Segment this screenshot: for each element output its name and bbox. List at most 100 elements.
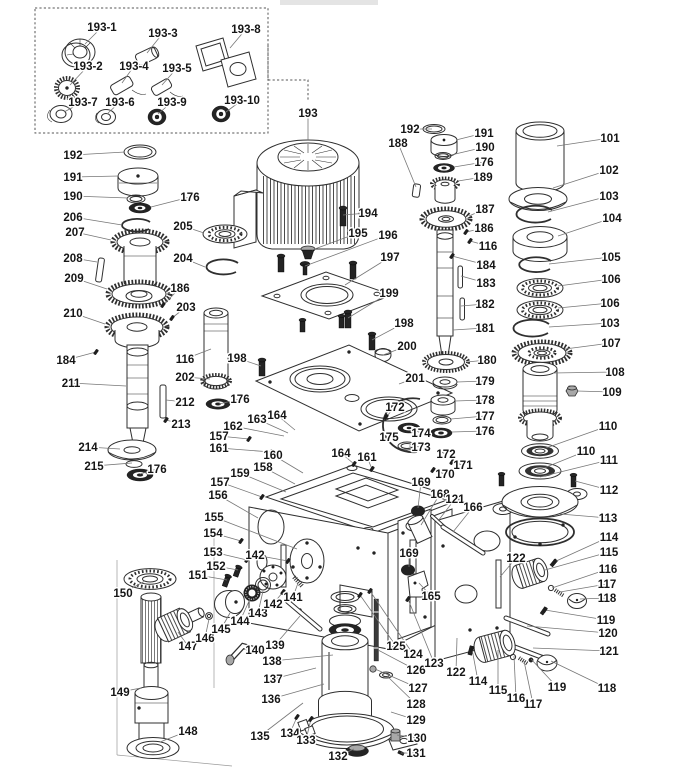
leader-line-106 <box>557 302 611 309</box>
leader-line-122 <box>499 557 517 578</box>
part-label-114: 114 <box>600 532 619 544</box>
leader-line-117 <box>523 660 534 705</box>
screw-part-172 <box>438 449 444 455</box>
screw-part-134 <box>294 714 300 720</box>
leader-line-151 <box>197 574 228 581</box>
leader-line-200 <box>382 345 408 356</box>
part-label-214: 214 <box>78 442 98 454</box>
part-label-173: 173 <box>411 442 430 454</box>
part-label-166: 166 <box>463 502 482 514</box>
part-label-157: 157 <box>209 431 228 443</box>
part-label-193-7: 193-7 <box>68 97 97 109</box>
part-label-193-8: 193-8 <box>231 24 261 36</box>
part-label-193-3: 193-3 <box>148 28 177 40</box>
leader-line-107 <box>564 342 612 350</box>
part-label-111: 111 <box>600 455 619 467</box>
leader-line-177 <box>450 415 486 420</box>
leader-line-143 <box>257 590 264 614</box>
leader-line-157 <box>219 481 263 498</box>
leader-line-180 <box>466 359 488 363</box>
part-label-197: 197 <box>380 252 399 264</box>
leader-line-122 <box>455 637 458 673</box>
part-label-184: 184 <box>56 355 76 367</box>
inset-connector <box>267 45 309 101</box>
leader-line-183 <box>460 275 487 284</box>
part-label-151: 151 <box>188 570 208 582</box>
leader-line-116 <box>184 348 212 360</box>
leader-line-136 <box>270 683 325 700</box>
leader-line-192 <box>72 151 126 156</box>
part-label-160: 160 <box>263 450 282 462</box>
leader-line-141 <box>292 582 299 598</box>
part-label-169: 169 <box>411 477 430 489</box>
part-label-198: 198 <box>227 353 247 365</box>
leader-line-121 <box>532 647 610 652</box>
part-label-138: 138 <box>262 656 282 668</box>
head-top-plate <box>254 344 454 432</box>
leader-line-193-2 <box>69 65 89 86</box>
part-label-105: 105 <box>601 252 621 264</box>
leader-line-181 <box>452 327 486 331</box>
part-label-193-1: 193-1 <box>87 22 117 34</box>
part-label-110: 110 <box>599 421 618 433</box>
screw-part-171 <box>449 459 455 465</box>
part-label-172: 172 <box>385 402 404 414</box>
leader-line-196 <box>304 234 389 267</box>
part-label-193-9: 193-9 <box>157 97 186 109</box>
leader-line-102 <box>552 169 610 189</box>
screw-part-142 <box>285 558 291 564</box>
leader-line-152 <box>215 565 239 571</box>
leader-line-170 <box>432 469 446 475</box>
screw-part-161 <box>268 449 274 455</box>
part-label-133: 133 <box>296 735 315 747</box>
part-label-130: 130 <box>407 733 426 745</box>
part-label-201: 201 <box>405 373 425 385</box>
part-label-137: 137 <box>263 674 282 686</box>
leader-line-193-1 <box>84 26 103 45</box>
leader-line-179 <box>456 380 486 383</box>
part-label-149: 149 <box>110 687 129 699</box>
leader-line-124 <box>369 590 414 655</box>
leader-line-164 <box>276 414 296 431</box>
part-label-188: 188 <box>388 138 408 150</box>
part-label-119: 119 <box>548 682 567 694</box>
left-gear-stack <box>95 144 173 482</box>
leader-line-193-10 <box>225 99 243 113</box>
leader-line-188 <box>397 142 417 188</box>
leader-line-213 <box>165 419 182 425</box>
leader-line-175 <box>388 432 400 438</box>
leader-line-212 <box>165 399 186 403</box>
part-label-204: 204 <box>173 253 193 265</box>
leader-line-145 <box>220 612 231 630</box>
part-label-213: 213 <box>171 419 190 431</box>
part-label-112: 112 <box>600 485 619 497</box>
screw-part-123 <box>405 596 411 602</box>
leader-line-119 <box>544 609 607 621</box>
leader-lines <box>63 26 616 757</box>
leader-line-135 <box>259 702 304 737</box>
leader-line-150 <box>122 580 146 594</box>
part-label-108: 108 <box>605 367 625 379</box>
part-label-190: 190 <box>475 142 494 154</box>
leader-line-193-6 <box>106 101 121 115</box>
back-shaft-stack <box>382 124 473 454</box>
part-label-119: 119 <box>597 615 616 627</box>
part-label-103: 103 <box>600 318 619 330</box>
screw-part-186 <box>160 302 166 308</box>
part-label-200: 200 <box>397 341 416 353</box>
leader-line-155 <box>213 516 298 550</box>
leader-line-108 <box>552 371 616 374</box>
fan-spokes <box>280 144 336 170</box>
part-label-168: 168 <box>430 489 450 501</box>
leader-line-123 <box>407 598 435 664</box>
part-label-161: 161 <box>209 443 229 455</box>
leader-line-199 <box>347 292 390 319</box>
part-label-179: 179 <box>475 376 494 388</box>
leader-line-197 <box>344 256 391 286</box>
shaft-181 <box>436 229 454 337</box>
leader-line-132 <box>337 748 355 757</box>
leader-line-176 <box>150 196 191 208</box>
part-label-194: 194 <box>358 208 378 220</box>
leader-line-160 <box>272 454 304 474</box>
screw-part-142 <box>280 589 286 595</box>
